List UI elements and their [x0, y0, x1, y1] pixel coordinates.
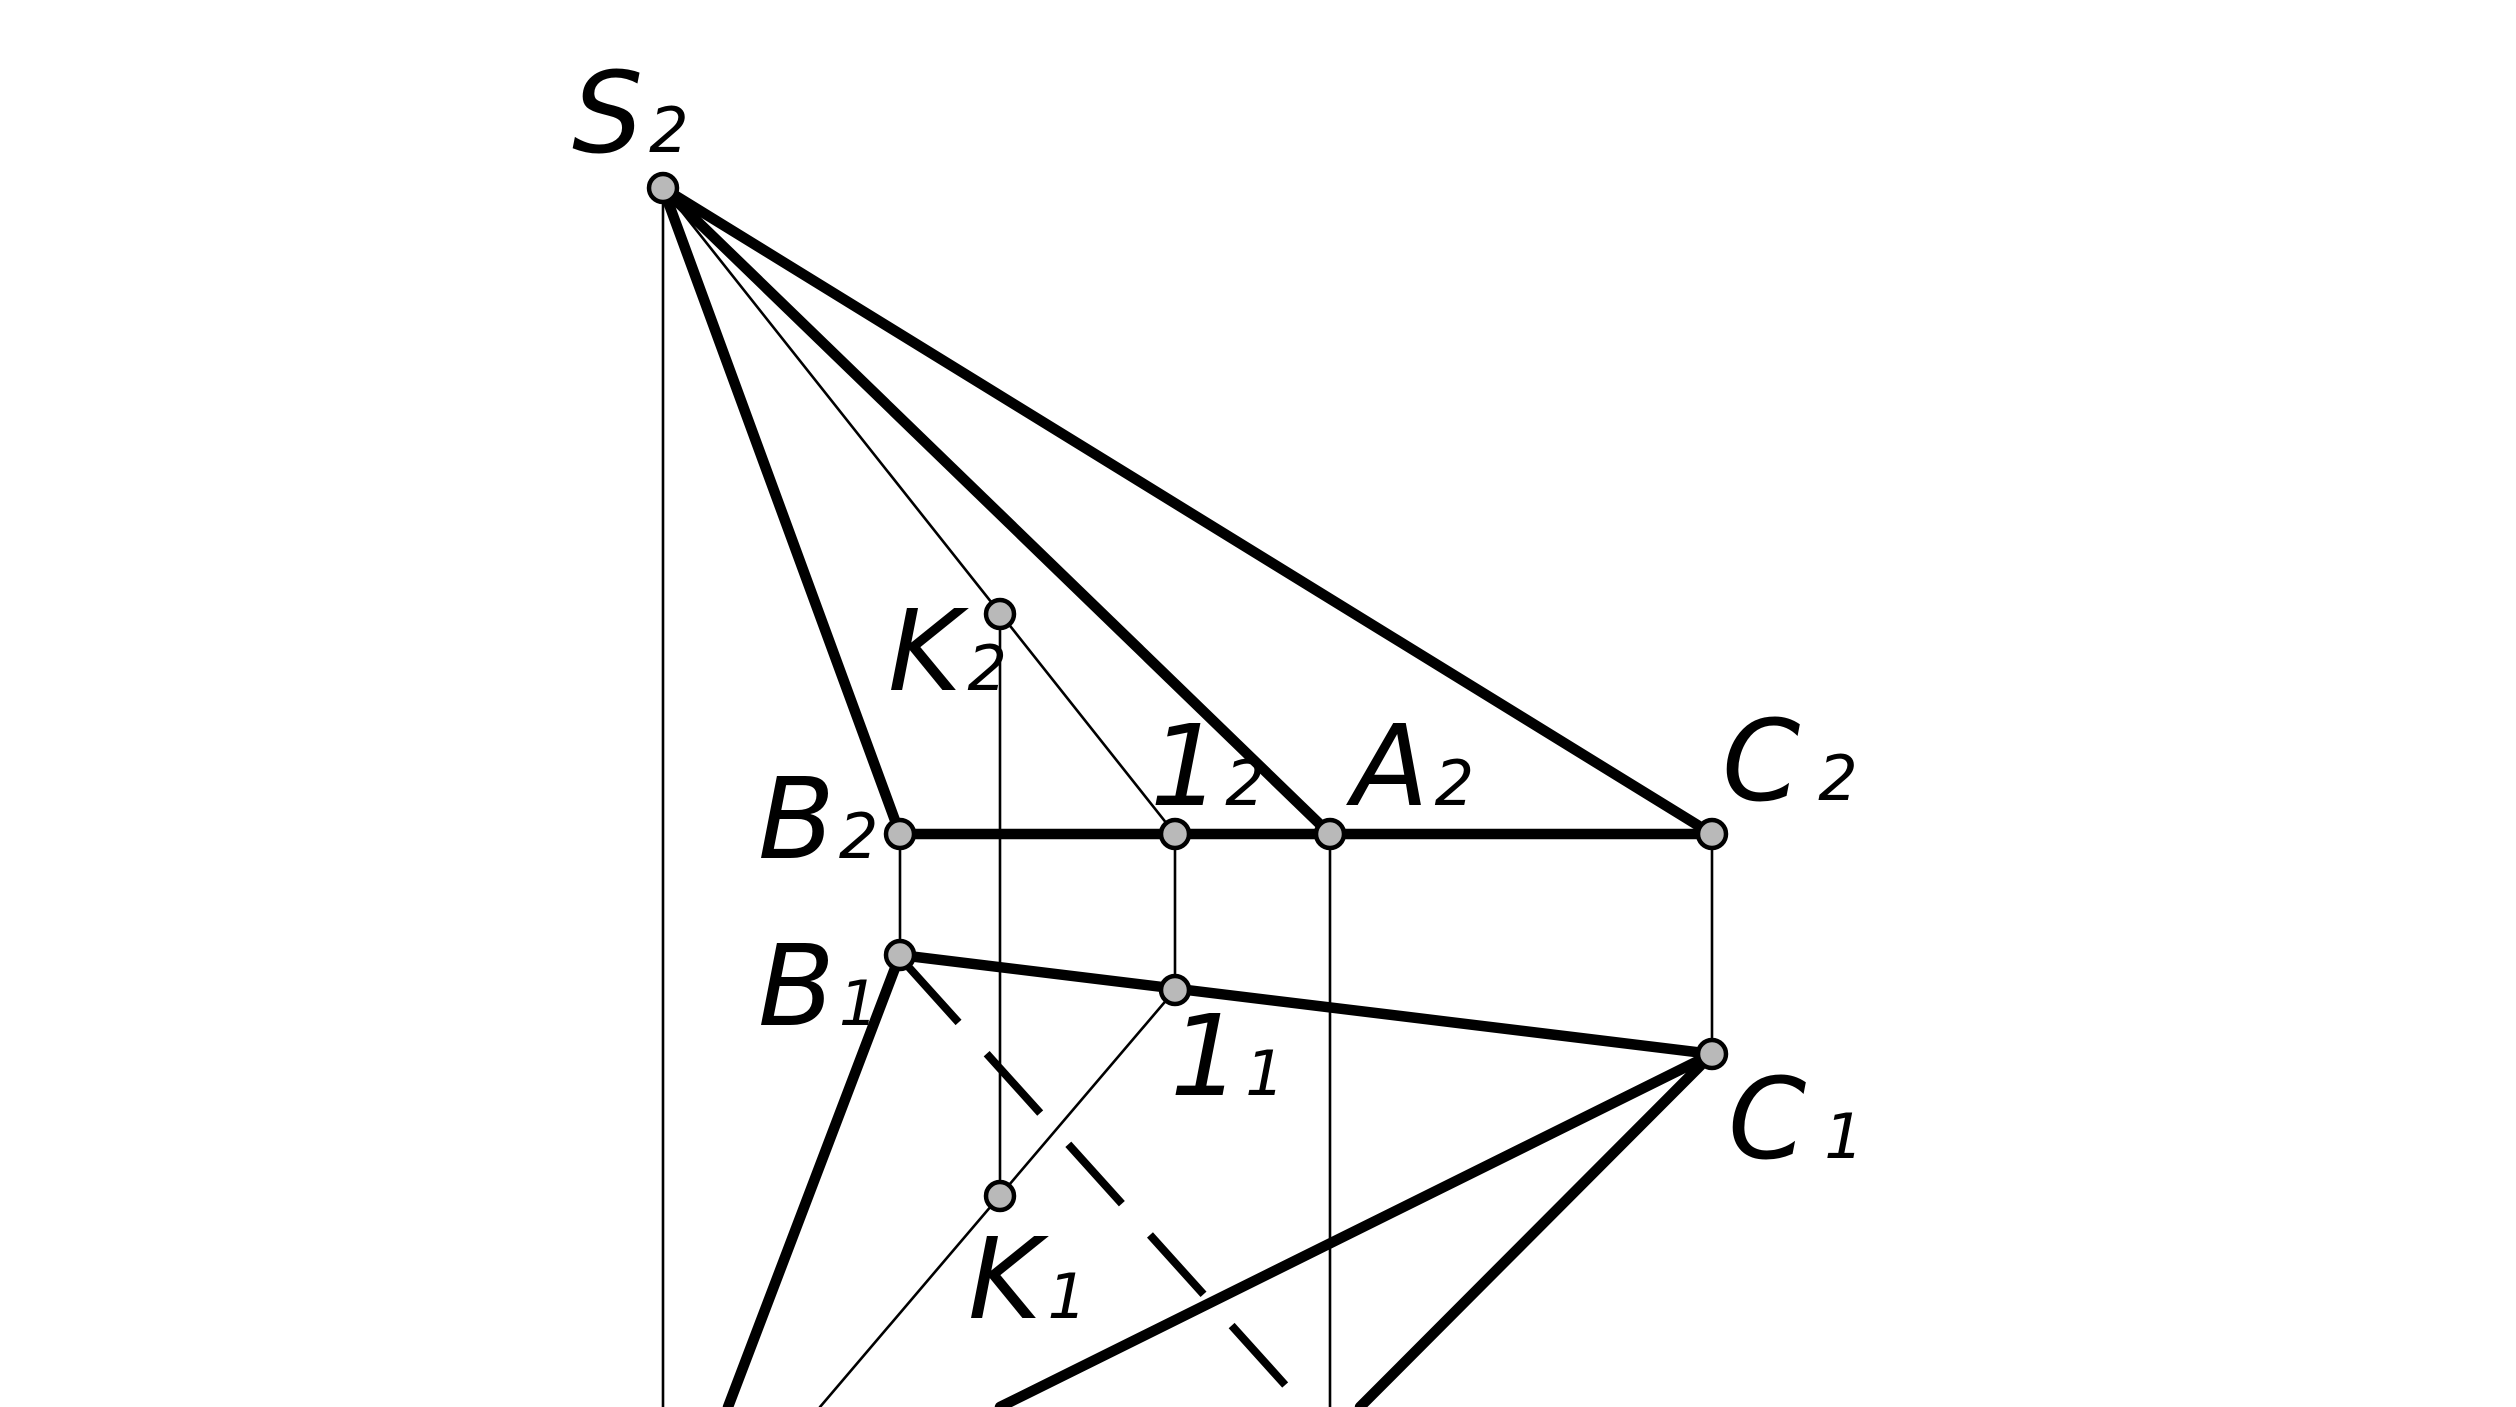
point-a2	[1313, 817, 1347, 851]
point-1-1	[1158, 973, 1192, 1007]
label-s2: S2	[572, 49, 689, 179]
label-a2-index: 2	[1435, 747, 1474, 820]
label-c1-letter: C	[1728, 1055, 1806, 1185]
points	[646, 171, 1729, 1213]
label-b2-letter: B	[758, 755, 835, 885]
label-1-1: 11	[1170, 992, 1285, 1122]
auxiliary-lines	[661, 186, 1177, 1407]
label-s2-letter: S	[572, 49, 643, 179]
point-c2	[1695, 817, 1729, 851]
label-c2-index: 2	[1818, 742, 1857, 815]
label-c1-index: 1	[1824, 1100, 1863, 1173]
label-k1-letter: K	[968, 1215, 1049, 1345]
label-b2-index: 2	[839, 800, 878, 873]
label-b1-letter: B	[758, 922, 835, 1052]
edge-b1-down	[722, 949, 906, 1407]
edge-s2-c2	[657, 182, 1718, 840]
point-k1	[983, 1179, 1017, 1213]
label-1-1-number: 1	[1170, 992, 1241, 1122]
label-k1-index: 1	[1047, 1260, 1086, 1333]
point-s2	[646, 171, 680, 205]
label-s2-index: 2	[649, 94, 688, 167]
edge-c1-down	[1354, 1048, 1718, 1407]
label-1-2-number: 1	[1150, 702, 1221, 832]
edge-c1-lower-left	[994, 1048, 1718, 1407]
label-k2: K2	[888, 587, 1007, 717]
label-1-2-index: 2	[1225, 747, 1264, 820]
label-b1-index: 1	[839, 967, 878, 1040]
label-a2: A2	[1346, 702, 1474, 832]
hidden-edge-b1	[902, 960, 1308, 1407]
point-1-2	[1158, 817, 1192, 851]
label-1-1-index: 1	[1245, 1037, 1284, 1110]
point-b1	[883, 938, 917, 972]
label-b2: B2	[758, 755, 878, 885]
label-1-2: 12	[1150, 702, 1265, 832]
label-c2-letter: C	[1722, 697, 1800, 827]
point-k2	[983, 597, 1017, 631]
projection-link-lines	[661, 186, 1714, 1407]
label-k2-letter: K	[888, 587, 969, 717]
label-b1: B1	[758, 922, 878, 1052]
label-k2-index: 2	[967, 632, 1006, 705]
aux-line-s2-1-2	[661, 186, 1177, 836]
label-a2-letter: A	[1346, 702, 1429, 832]
edge-s2-b2	[657, 182, 906, 840]
point-b2	[883, 817, 917, 851]
label-k1: K1	[968, 1215, 1087, 1345]
edge-b1-c1	[894, 949, 1718, 1060]
visible-edges	[657, 182, 1718, 1407]
edge-s2-a2	[657, 182, 1336, 840]
point-c1	[1695, 1037, 1729, 1071]
